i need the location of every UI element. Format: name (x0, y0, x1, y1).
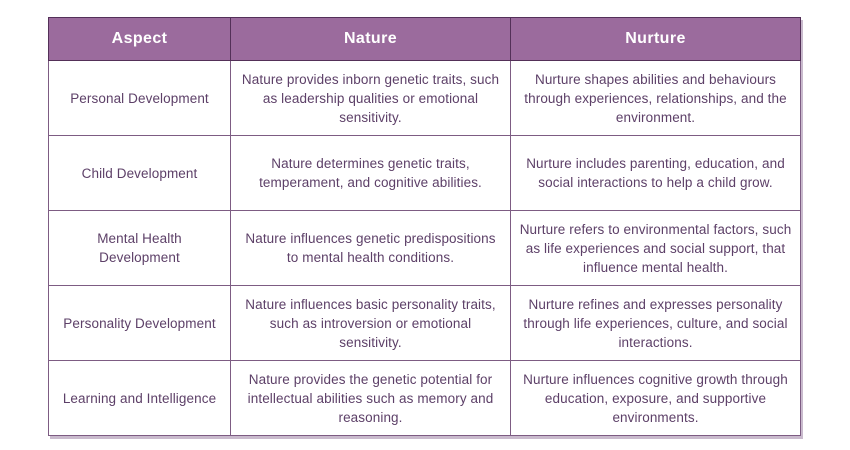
aspect-cell: Child Development (48, 135, 231, 211)
nurture-cell: Nurture refers to environmental factors,… (510, 210, 801, 286)
column-header-nurture: Nurture (510, 17, 801, 61)
table-row-mental-health-development: Mental Health Development Nature influen… (48, 210, 801, 286)
column-header-aspect: Aspect (48, 17, 231, 61)
table-row-personal-development: Personal Development Nature provides inb… (48, 60, 801, 136)
aspect-cell: Personality Development (48, 285, 231, 361)
nature-cell: Nature determines genetic traits, temper… (230, 135, 511, 211)
table-row-learning-and-intelligence: Learning and Intelligence Nature provide… (48, 360, 801, 436)
aspect-cell: Mental Health Development (48, 210, 231, 286)
nurture-cell: Nurture shapes abilities and behaviours … (510, 60, 801, 136)
comparison-table: Aspect Nature Nurture Personal Developme… (48, 17, 801, 436)
nurture-cell: Nurture influences cognitive growth thro… (510, 360, 801, 436)
header-row: Aspect Nature Nurture (48, 17, 801, 61)
aspect-cell: Learning and Intelligence (48, 360, 231, 436)
nurture-cell: Nurture refines and expresses personalit… (510, 285, 801, 361)
table-row-child-development: Child Development Nature determines gene… (48, 135, 801, 211)
nature-cell: Nature influences basic personality trai… (230, 285, 511, 361)
nature-cell: Nature influences genetic predisposition… (230, 210, 511, 286)
aspect-cell: Personal Development (48, 60, 231, 136)
column-header-nature: Nature (230, 17, 511, 61)
table-row-personality-development: Personality Development Nature influence… (48, 285, 801, 361)
nature-nurture-comparison-table: Aspect Nature Nurture Personal Developme… (48, 17, 801, 436)
nurture-cell: Nurture includes parenting, education, a… (510, 135, 801, 211)
nature-cell: Nature provides the genetic potential fo… (230, 360, 511, 436)
nature-cell: Nature provides inborn genetic traits, s… (230, 60, 511, 136)
